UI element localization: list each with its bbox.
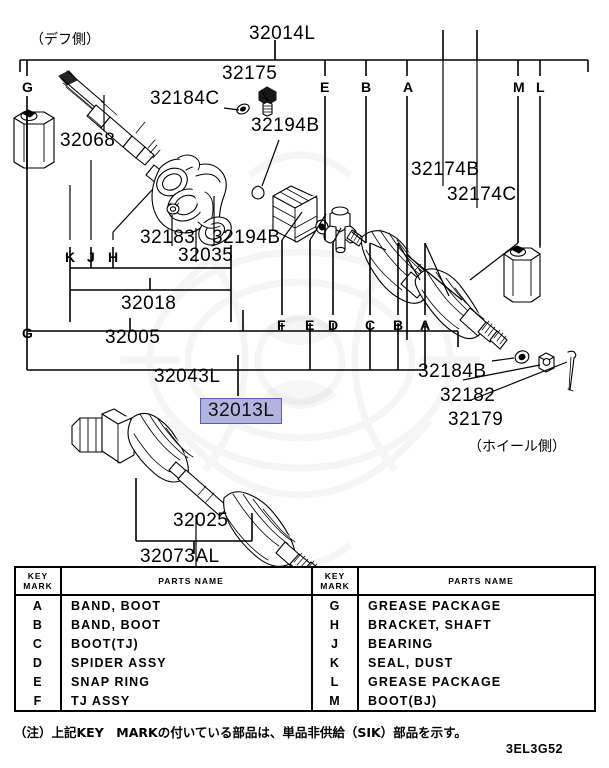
callout-32018[interactable]: 32018 bbox=[121, 293, 177, 314]
footnote-key-mark: （注）上記KEY MARKの付いている部品は、単品非供給（SIK）部品を示す。 bbox=[14, 725, 467, 740]
header-parts-name-right: PARTS NAME bbox=[357, 566, 596, 596]
key-letter-bot-C: C bbox=[365, 317, 376, 333]
cell-mark: G bbox=[311, 595, 359, 615]
cell-name: BEARING bbox=[368, 636, 434, 651]
callout-32174C[interactable]: 32174C bbox=[447, 184, 517, 205]
callout-32182[interactable]: 32182 bbox=[440, 385, 496, 406]
callout-32068[interactable]: 32068 bbox=[60, 130, 116, 151]
key-letter-mid-K: K bbox=[65, 249, 76, 265]
cell-mark: F bbox=[15, 691, 62, 711]
cell-name: SPIDER ASSY bbox=[61, 653, 313, 672]
cell-mark: E bbox=[15, 672, 62, 691]
snap-ring-32194B-upper bbox=[251, 185, 265, 200]
callout-32194B-upper[interactable]: 32194B bbox=[251, 115, 320, 136]
cell-mark: L bbox=[311, 672, 359, 691]
key-letter-top-B: B bbox=[361, 79, 372, 95]
cell-name: SEAL, DUST bbox=[368, 655, 454, 670]
header-key-mark-left-line1: KEY bbox=[27, 571, 49, 581]
cell-name: BRACKET, SHAFT bbox=[368, 617, 492, 632]
spider-assy-D bbox=[323, 206, 365, 254]
table-row: B BAND, BOOT H BRACKET, SHAFT bbox=[15, 615, 595, 634]
key-mark-table: KEY MARK PARTS NAME KEY MARK PARTS NAME … bbox=[14, 566, 596, 712]
grease-package-left bbox=[13, 109, 55, 169]
callout-32174B[interactable]: 32174B bbox=[411, 159, 480, 180]
key-table-header-row: KEY MARK PARTS NAME KEY MARK PARTS NAME bbox=[14, 566, 596, 596]
callout-32184B[interactable]: 32184B bbox=[418, 361, 487, 382]
callout-32194B-mid[interactable]: 32194B bbox=[212, 227, 281, 248]
bearing-bracket-32035 bbox=[151, 154, 232, 247]
callout-32175[interactable]: 32175 bbox=[222, 63, 278, 84]
table-row: A BAND, BOOT G GREASE PACKAGE bbox=[15, 595, 595, 615]
header-key-mark-left-line2: MARK bbox=[23, 581, 53, 591]
callout-32179[interactable]: 32179 bbox=[448, 409, 504, 430]
label-diff-side: （デフ側） bbox=[30, 32, 100, 48]
complete-driveshaft-assembly bbox=[71, 408, 324, 584]
cotter-pin-32179 bbox=[567, 350, 577, 392]
bj-boot-outer bbox=[414, 268, 508, 350]
table-row: C BOOT(TJ) J BEARING bbox=[15, 634, 595, 653]
cell-mark: K bbox=[311, 653, 359, 672]
key-letter-bot-F: F bbox=[277, 317, 286, 333]
cell-mark: J bbox=[311, 634, 359, 653]
cell-name: GREASE PACKAGE bbox=[368, 598, 502, 613]
key-letter-bot-D: D bbox=[328, 317, 339, 333]
cell-name: SNAP RING bbox=[61, 672, 313, 691]
key-table-body: A BAND, BOOT G GREASE PACKAGE B BAND, BO… bbox=[15, 595, 595, 711]
cell-name: BOOT(TJ) bbox=[61, 634, 313, 653]
callout-32183[interactable]: 32183 bbox=[140, 227, 196, 248]
washer-32184B bbox=[514, 350, 530, 364]
callout-32025[interactable]: 32025 bbox=[173, 510, 229, 531]
cell-name: BAND, BOOT bbox=[61, 615, 313, 634]
cell-mark: H bbox=[311, 615, 359, 634]
callout-32005[interactable]: 32005 bbox=[105, 327, 161, 348]
key-letter-top-L: L bbox=[536, 79, 545, 95]
tj-housing-32014L bbox=[272, 185, 329, 243]
callout-32035[interactable]: 32035 bbox=[178, 245, 234, 266]
cell-mark: D bbox=[15, 653, 62, 672]
callout-32014L[interactable]: 32014L bbox=[249, 23, 316, 44]
cell-mark: M bbox=[311, 691, 359, 711]
key-letter-bot-B: B bbox=[393, 317, 404, 333]
cell-name: BOOT(BJ) bbox=[368, 693, 438, 708]
key-letter-bot-A: A bbox=[420, 317, 431, 333]
key-letter-bot-E: E bbox=[305, 317, 315, 333]
callout-32043L[interactable]: 32043L bbox=[154, 366, 221, 387]
key-letter-top-G: G bbox=[22, 79, 33, 95]
label-wheel-side: （ホイール側） bbox=[468, 439, 566, 455]
key-table-head: KEY MARK PARTS NAME KEY MARK PARTS NAME bbox=[14, 566, 596, 596]
drawing-code: 3EL3G52 bbox=[506, 742, 564, 756]
cell-name: GREASE PACKAGE bbox=[368, 674, 502, 689]
callout-32073AL[interactable]: 32073AL bbox=[140, 546, 220, 567]
washer-32184C bbox=[236, 103, 250, 115]
cell-mark: B bbox=[15, 615, 62, 634]
key-letter-top-E: E bbox=[320, 79, 330, 95]
nut-32182 bbox=[538, 352, 555, 373]
header-key-mark-left: KEY MARK bbox=[14, 566, 62, 596]
key-letter-top-A: A bbox=[403, 79, 414, 95]
cell-name: TJ ASSY bbox=[61, 691, 313, 711]
header-key-mark-right: KEY MARK bbox=[311, 566, 359, 596]
header-key-mark-right-line1: KEY bbox=[324, 571, 346, 581]
header-parts-name-left: PARTS NAME bbox=[60, 566, 313, 596]
cell-mark: A bbox=[15, 595, 62, 615]
bolt-32175 bbox=[258, 86, 277, 117]
callout-32013L-highlighted[interactable]: 32013L bbox=[200, 398, 283, 424]
cell-mark: C bbox=[15, 634, 62, 653]
table-row: D SPIDER ASSY K SEAL, DUST bbox=[15, 653, 595, 672]
cell-name: BAND, BOOT bbox=[61, 595, 313, 615]
table-row: E SNAP RING L GREASE PACKAGE bbox=[15, 672, 595, 691]
grease-package-right bbox=[503, 245, 541, 303]
nut-32183 bbox=[166, 202, 180, 215]
key-letter-top-M: M bbox=[513, 79, 525, 95]
key-letter-mid-H: H bbox=[108, 249, 119, 265]
callout-32184C[interactable]: 32184C bbox=[150, 88, 220, 109]
key-letter-mid-J: J bbox=[87, 249, 95, 265]
table-row: F TJ ASSY M BOOT(BJ) bbox=[15, 691, 595, 711]
key-letter-bot-G: G bbox=[22, 325, 33, 341]
inner-shaft-32068 bbox=[58, 70, 165, 184]
header-key-mark-right-line2: MARK bbox=[320, 581, 350, 591]
